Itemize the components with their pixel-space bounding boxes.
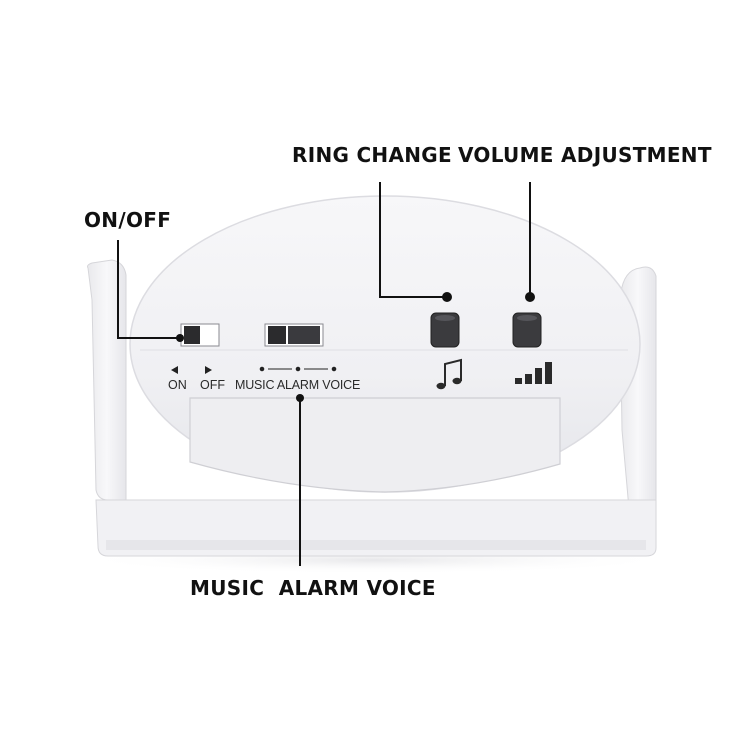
triangle-right-icon	[205, 366, 212, 374]
mode-switch-label: MUSIC ALARM VOICE	[190, 576, 436, 600]
mode-leader-dot	[296, 394, 304, 402]
stand-base-shade	[106, 540, 646, 550]
volume-button-highlight	[517, 315, 537, 321]
stand-left-arm	[87, 259, 127, 501]
on-off-switch[interactable]	[184, 326, 200, 344]
mode-switch[interactable]	[268, 326, 286, 344]
volume-adjustment-label: VOLUME ADJUSTMENT	[458, 143, 712, 167]
ring-change-leader-dot	[442, 292, 452, 302]
device-modes-text: MUSIC ALARM VOICE	[235, 378, 361, 392]
ring-change-leader	[379, 182, 447, 298]
leader-lines	[117, 182, 531, 566]
device-off-text: OFF	[200, 378, 225, 392]
mode-dots-icon	[259, 366, 337, 372]
on-off-label: ON/OFF	[84, 208, 172, 232]
mode-switch-track	[288, 326, 320, 344]
ring-change-label: RING CHANGE	[292, 143, 452, 167]
volume-bars-icon	[515, 362, 552, 384]
volume-leader-dot	[525, 292, 535, 302]
on-off-leader	[117, 240, 180, 339]
volume-button[interactable]	[512, 312, 542, 348]
ring-change-button[interactable]	[430, 312, 460, 348]
ring-change-button-highlight	[435, 315, 455, 321]
on-off-leader-dot	[176, 334, 184, 342]
triangle-left-icon	[171, 366, 178, 374]
music-note-icon	[436, 358, 462, 390]
device-on-text: ON	[168, 378, 187, 392]
battery-cover	[189, 397, 561, 493]
